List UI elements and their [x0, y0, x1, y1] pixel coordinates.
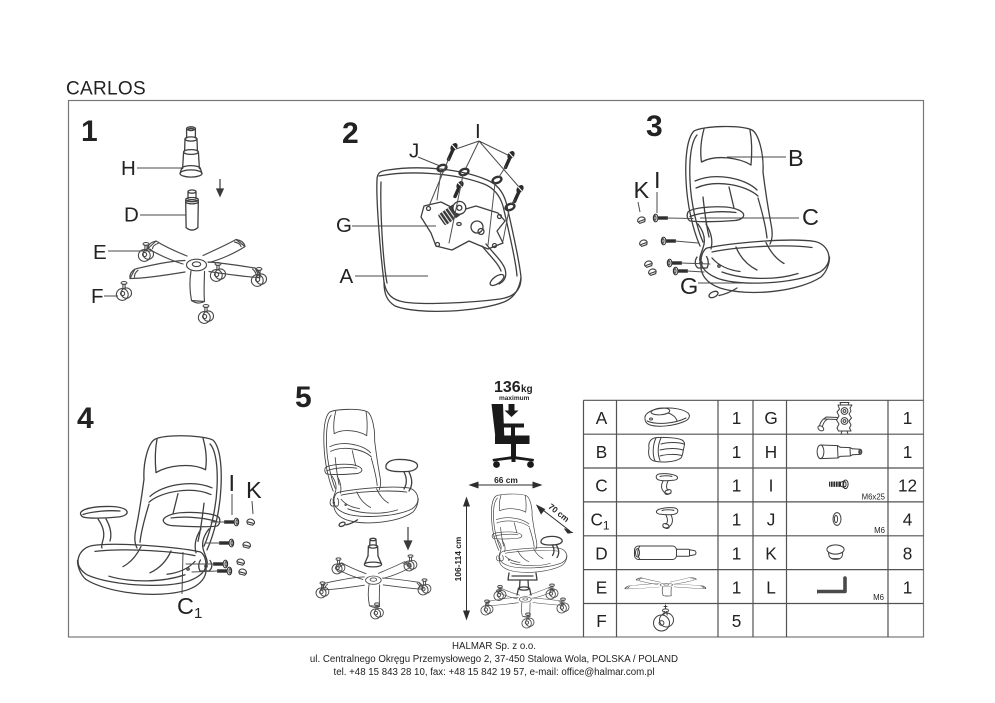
- svg-text:4: 4: [77, 402, 94, 435]
- svg-text:66 cm: 66 cm: [494, 475, 518, 485]
- svg-text:G: G: [680, 273, 698, 299]
- svg-text:I: I: [654, 167, 661, 193]
- svg-text:K: K: [765, 544, 777, 564]
- svg-text:3: 3: [646, 110, 663, 143]
- svg-text:H: H: [765, 442, 777, 462]
- svg-text:1: 1: [732, 510, 742, 530]
- svg-text:H: H: [121, 157, 136, 180]
- svg-text:1: 1: [903, 442, 913, 462]
- svg-text:K: K: [634, 177, 650, 203]
- svg-text:G: G: [764, 408, 777, 428]
- svg-text:5: 5: [295, 381, 312, 414]
- svg-text:B: B: [788, 145, 804, 171]
- svg-text:kg: kg: [521, 384, 533, 395]
- svg-text:1: 1: [903, 408, 913, 428]
- svg-text:2: 2: [342, 117, 359, 150]
- svg-text:D: D: [595, 544, 607, 564]
- svg-text:E: E: [596, 578, 607, 598]
- svg-text:J: J: [409, 140, 419, 163]
- svg-text:maximum: maximum: [499, 395, 530, 402]
- svg-text:L: L: [766, 578, 776, 598]
- svg-text:1: 1: [732, 578, 742, 598]
- svg-text:C: C: [802, 204, 819, 230]
- svg-text:12: 12: [898, 476, 917, 496]
- svg-text:K: K: [246, 477, 262, 503]
- svg-text:1: 1: [732, 544, 742, 564]
- svg-text:ul. Centralnego Okręgu Przemys: ul. Centralnego Okręgu Przemysłowego 2, …: [310, 654, 678, 665]
- svg-text:I: I: [475, 120, 481, 143]
- svg-text:5: 5: [732, 611, 742, 631]
- svg-text:M6: M6: [874, 526, 885, 535]
- svg-text:1: 1: [903, 578, 913, 598]
- svg-text:E: E: [93, 241, 107, 264]
- svg-text:106-114 cm: 106-114 cm: [453, 537, 463, 582]
- svg-text:1: 1: [732, 442, 742, 462]
- svg-text:J: J: [767, 510, 776, 530]
- svg-text:D: D: [124, 204, 139, 227]
- svg-text:I: I: [769, 476, 774, 496]
- svg-text:A: A: [596, 408, 608, 428]
- svg-text:A: A: [340, 265, 354, 288]
- svg-text:G: G: [336, 214, 352, 237]
- svg-text:F: F: [91, 285, 104, 308]
- svg-text:4: 4: [903, 510, 913, 530]
- svg-text:HALMAR Sp. z o.o.: HALMAR Sp. z o.o.: [452, 641, 536, 652]
- svg-text:1: 1: [81, 115, 98, 148]
- svg-text:CARLOS: CARLOS: [66, 79, 146, 100]
- svg-text:M6: M6: [873, 593, 884, 602]
- svg-text:8: 8: [903, 544, 913, 564]
- svg-text:1: 1: [732, 408, 742, 428]
- svg-text:I: I: [229, 470, 236, 496]
- svg-text:M6x25: M6x25: [862, 493, 886, 502]
- svg-text:B: B: [596, 442, 607, 462]
- svg-text:F: F: [596, 611, 607, 631]
- svg-text:136: 136: [494, 379, 521, 396]
- svg-text:tel. +48 15 843 28 10, fax: +4: tel. +48 15 843 28 10, fax: +48 15 842 1…: [334, 667, 655, 678]
- svg-text:C: C: [595, 476, 607, 496]
- svg-text:1: 1: [732, 476, 742, 496]
